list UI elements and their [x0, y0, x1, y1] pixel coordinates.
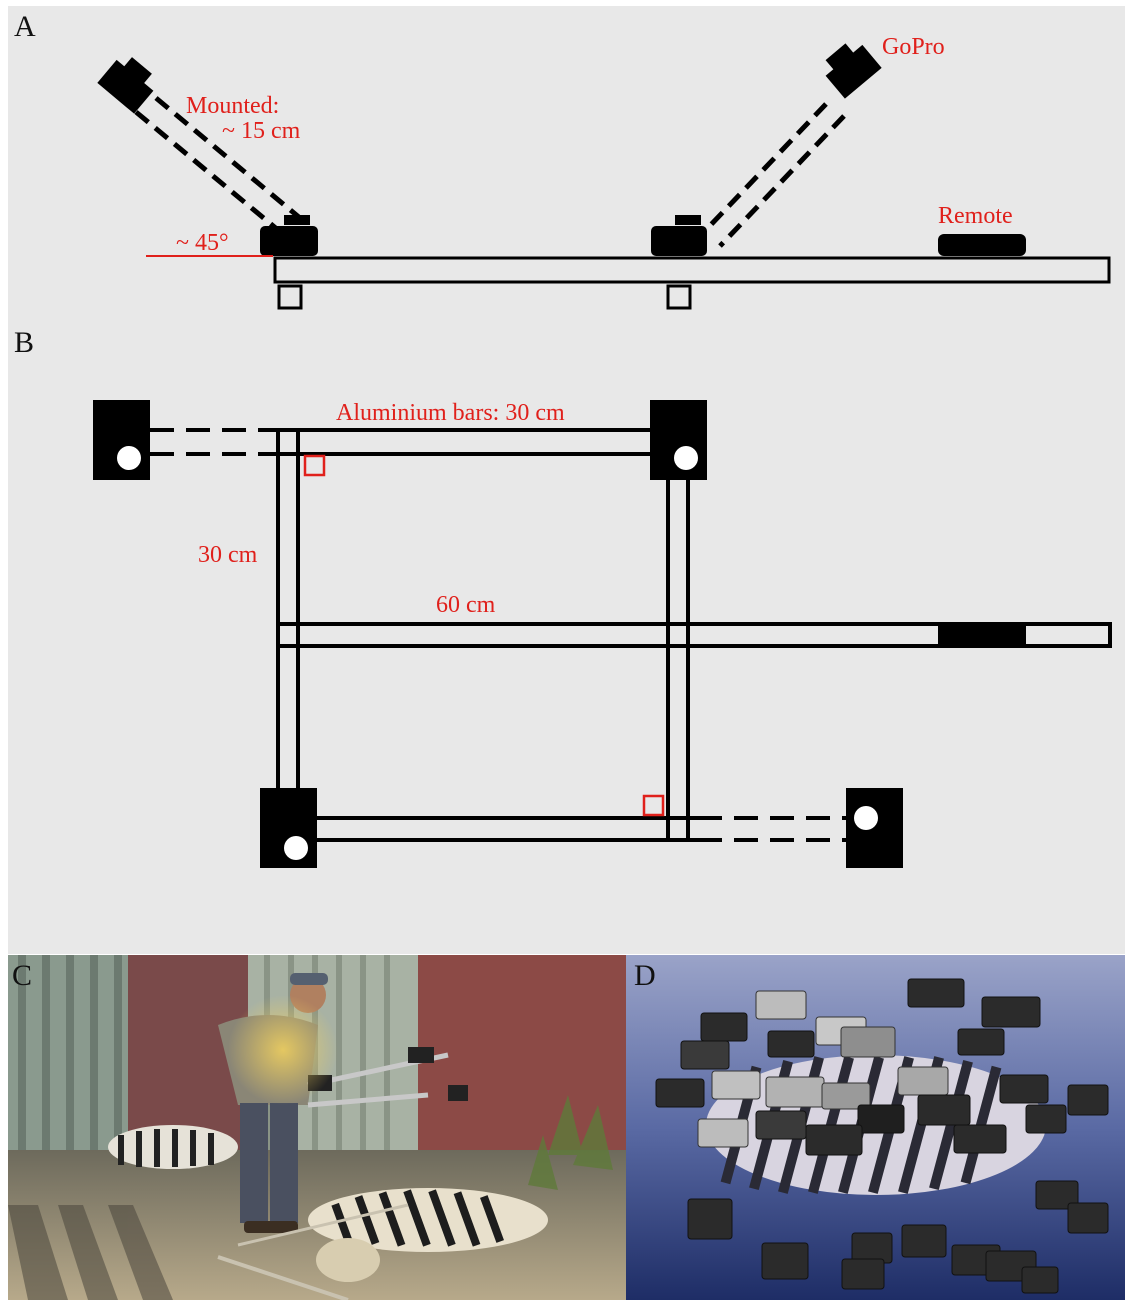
field-photo: C — [8, 955, 626, 1300]
camera-top-left-icon — [93, 400, 150, 480]
remote-top-view-icon — [938, 625, 1026, 645]
angle-label: ~ 45° — [176, 230, 229, 256]
panel-a-diagram: A Mounted: ~ 15 cm — [8, 6, 1125, 320]
camera-bottom-left-icon — [260, 788, 317, 868]
panel-a: A Mounted: ~ 15 cm — [8, 6, 1125, 320]
base-mount-left-top — [284, 215, 310, 225]
camera-top-right-icon — [650, 400, 707, 480]
panel-c-letter: C — [12, 959, 32, 992]
base-mount-middle — [651, 226, 707, 256]
panel-c: C — [8, 955, 626, 1300]
panel-d-letter: D — [634, 959, 656, 992]
panel-b: B — [8, 320, 1125, 954]
remote-icon — [938, 234, 1026, 256]
panel-b-letter: B — [14, 326, 34, 359]
panel-b-diagram: B — [8, 320, 1125, 954]
crossbar-length-label: 60 cm — [436, 592, 496, 618]
panel-a-background — [8, 6, 1125, 320]
zebra-left — [108, 1125, 238, 1169]
base-mount-middle-top — [675, 215, 701, 225]
aluminium-bars-label: Aluminium bars: 30 cm — [336, 400, 565, 426]
reconstruction-render: D — [626, 955, 1125, 1300]
camera-bottom-right-icon — [846, 788, 903, 868]
lens-flare — [228, 995, 338, 1105]
base-mount-left — [260, 226, 318, 256]
side-length-label: 30 cm — [198, 542, 258, 568]
mounted-distance-label: ~ 15 cm — [222, 118, 301, 144]
panel-a-letter: A — [14, 10, 36, 43]
gopro-label: GoPro — [882, 34, 945, 60]
mounted-label: Mounted: — [186, 93, 279, 119]
panel-d: D — [626, 955, 1125, 1300]
remote-label: Remote — [938, 203, 1013, 229]
